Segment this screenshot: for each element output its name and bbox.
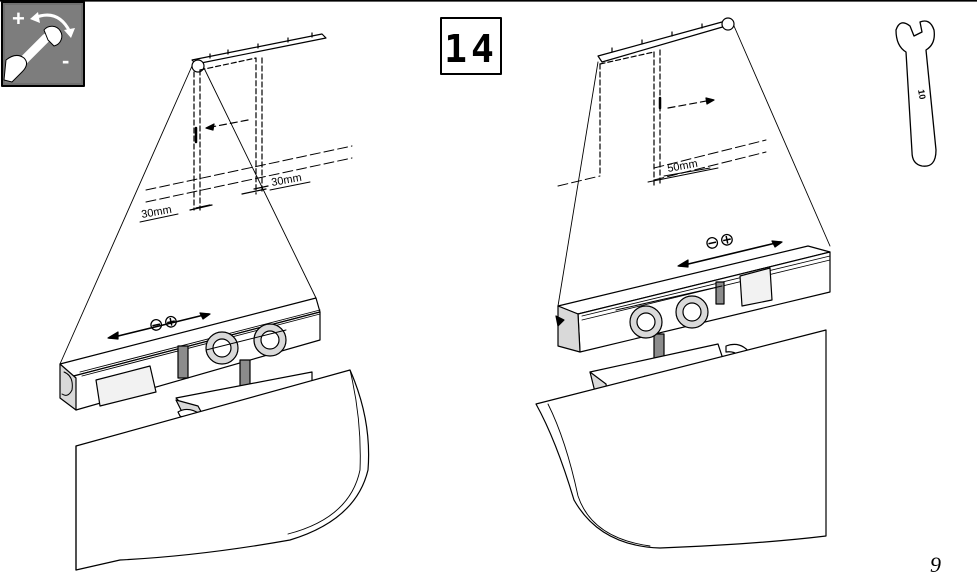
left-adjust-symbols: ⊖⊕ xyxy=(147,310,181,336)
right-panel: 50mm ⊖⊕ xyxy=(535,17,831,549)
right-adjust-arrow xyxy=(679,241,781,267)
left-callout-leader xyxy=(59,65,317,365)
step-number: 14 xyxy=(444,27,498,71)
left-trolley xyxy=(177,323,287,387)
step-number-box xyxy=(440,17,502,75)
right-dimension-label: 50mm xyxy=(666,158,698,175)
left-door-outline xyxy=(193,57,263,211)
wrench-10-icon xyxy=(895,20,937,167)
right-slide-arrow xyxy=(667,99,713,109)
left-adjust-arrow xyxy=(109,313,209,339)
right-door-panel xyxy=(535,329,827,549)
minus-icon: - xyxy=(62,48,69,73)
page-number: 9 xyxy=(930,552,941,572)
right-top-track xyxy=(597,17,735,63)
adjust-wrench-icon: + - xyxy=(1,1,85,87)
right-callout-circle xyxy=(721,17,735,31)
left-door-panel xyxy=(75,369,370,571)
wrench-size-label: 10 xyxy=(916,89,928,101)
right-callout-leader xyxy=(557,25,831,307)
right-adjust-symbols: ⊖⊕ xyxy=(703,228,737,254)
detail-callout-circle xyxy=(191,59,205,73)
right-door-outline xyxy=(599,49,661,187)
left-top-track xyxy=(191,32,327,73)
right-trolley xyxy=(615,281,725,359)
left-rail xyxy=(59,297,321,411)
plus-icon: + xyxy=(12,6,25,31)
left-panel: 30mm 30mm ⊖⊕ xyxy=(59,32,370,571)
